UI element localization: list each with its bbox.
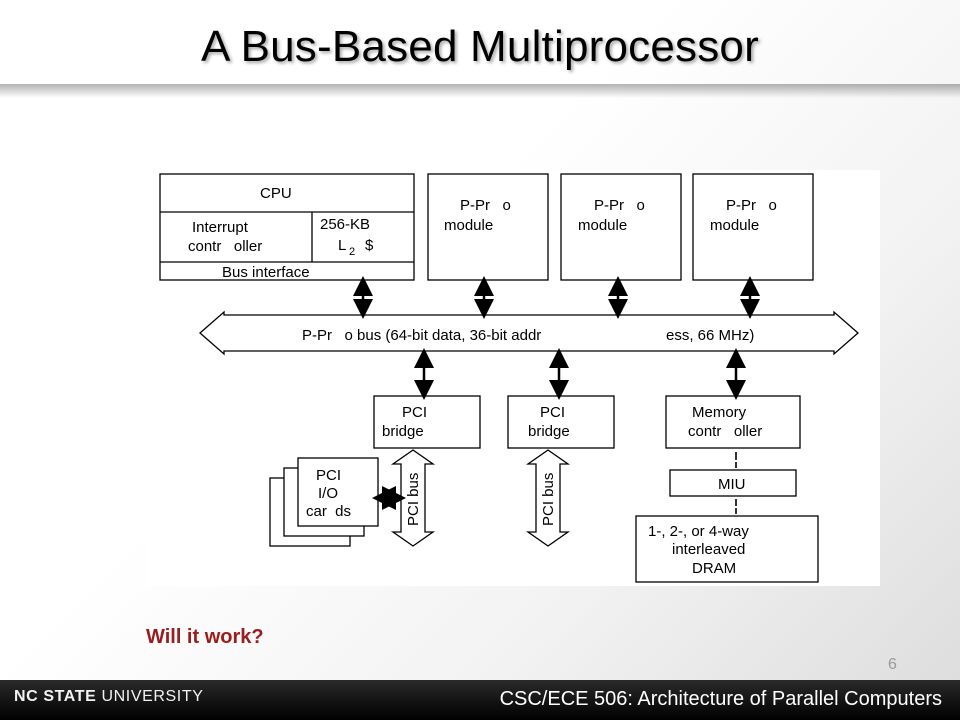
pci-bus-arrow-2 bbox=[525, 449, 571, 547]
cache-label-1: 256-KB bbox=[320, 216, 370, 233]
cpu-label: CPU bbox=[260, 185, 292, 202]
dram-label-1: 1-, 2-, or 4-way bbox=[648, 523, 749, 540]
io-cards-label-2: I/O bbox=[318, 485, 338, 502]
pci-bridge-label-1b: bridge bbox=[382, 423, 424, 440]
page-number: 6 bbox=[888, 656, 897, 673]
architecture-diagram: CPU Interrupt contr oller 256-KB L 2 $ B… bbox=[148, 170, 880, 586]
interrupt-label-1: Interrupt bbox=[192, 219, 249, 236]
io-cards-label-3: car ds bbox=[306, 503, 351, 520]
miu-label: MIU bbox=[718, 476, 746, 493]
io-cards-label-1: PCI bbox=[316, 467, 341, 484]
slide-title: A Bus-Based Multiprocessor bbox=[201, 22, 759, 71]
system-bus-label-left: P-Pr o bus (64-bit data, 36-bit addr bbox=[302, 327, 541, 344]
ppro-module-label-3a: P-Pr o bbox=[726, 197, 777, 214]
dram-box bbox=[635, 515, 819, 583]
memory-controller-label-2: contr oller bbox=[688, 423, 762, 440]
university-logo-bold: NC STATE bbox=[14, 688, 97, 705]
ppro-module-label-3b: module bbox=[710, 217, 759, 234]
diagram-svg: CPU Interrupt contr oller 256-KB L 2 $ B… bbox=[159, 173, 859, 583]
pci-bridge-label-2a: PCI bbox=[540, 404, 565, 421]
pci-bridge-label-2b: bridge bbox=[528, 423, 570, 440]
cpu-module-box bbox=[159, 173, 415, 281]
miu-box bbox=[669, 469, 797, 497]
title-divider bbox=[0, 84, 960, 98]
memory-controller-label-1: Memory bbox=[692, 404, 747, 421]
dram-label-2: interleaved bbox=[672, 541, 745, 558]
university-logo: NC STATE UNIVERSITY bbox=[14, 688, 204, 706]
pci-bus-arrow-1 bbox=[390, 449, 436, 547]
title-bar: A Bus-Based Multiprocessor bbox=[0, 0, 960, 98]
dram-label-3: DRAM bbox=[692, 560, 736, 577]
system-bus-label-right: ess, 66 MHz) bbox=[666, 327, 754, 344]
ppro-module-label-1a: P-Pr o bbox=[460, 197, 511, 214]
system-bus-arrow bbox=[199, 310, 859, 356]
question-text: Will it work? bbox=[146, 626, 264, 648]
cache-label-L: L bbox=[338, 237, 346, 254]
bus-interface-label: Bus interface bbox=[222, 264, 310, 281]
interrupt-label-2: contr oller bbox=[188, 238, 262, 255]
pci-bus-label-2: PCI bus bbox=[540, 473, 557, 526]
pci-bus-label-1: PCI bus bbox=[405, 473, 422, 526]
footer-bar bbox=[0, 680, 960, 720]
university-logo-rest: UNIVERSITY bbox=[96, 688, 204, 705]
io-card-front bbox=[297, 457, 379, 527]
ppro-module-label-2a: P-Pr o bbox=[594, 197, 645, 214]
pci-bridge-label-1a: PCI bbox=[402, 404, 427, 421]
cache-label-sym: $ bbox=[365, 237, 374, 254]
ppro-module-label-1b: module bbox=[444, 217, 493, 234]
ppro-module-label-2b: module bbox=[578, 217, 627, 234]
cache-label-sub: 2 bbox=[349, 246, 355, 258]
course-title: CSC/ECE 506: Architecture of Parallel Co… bbox=[499, 688, 942, 710]
